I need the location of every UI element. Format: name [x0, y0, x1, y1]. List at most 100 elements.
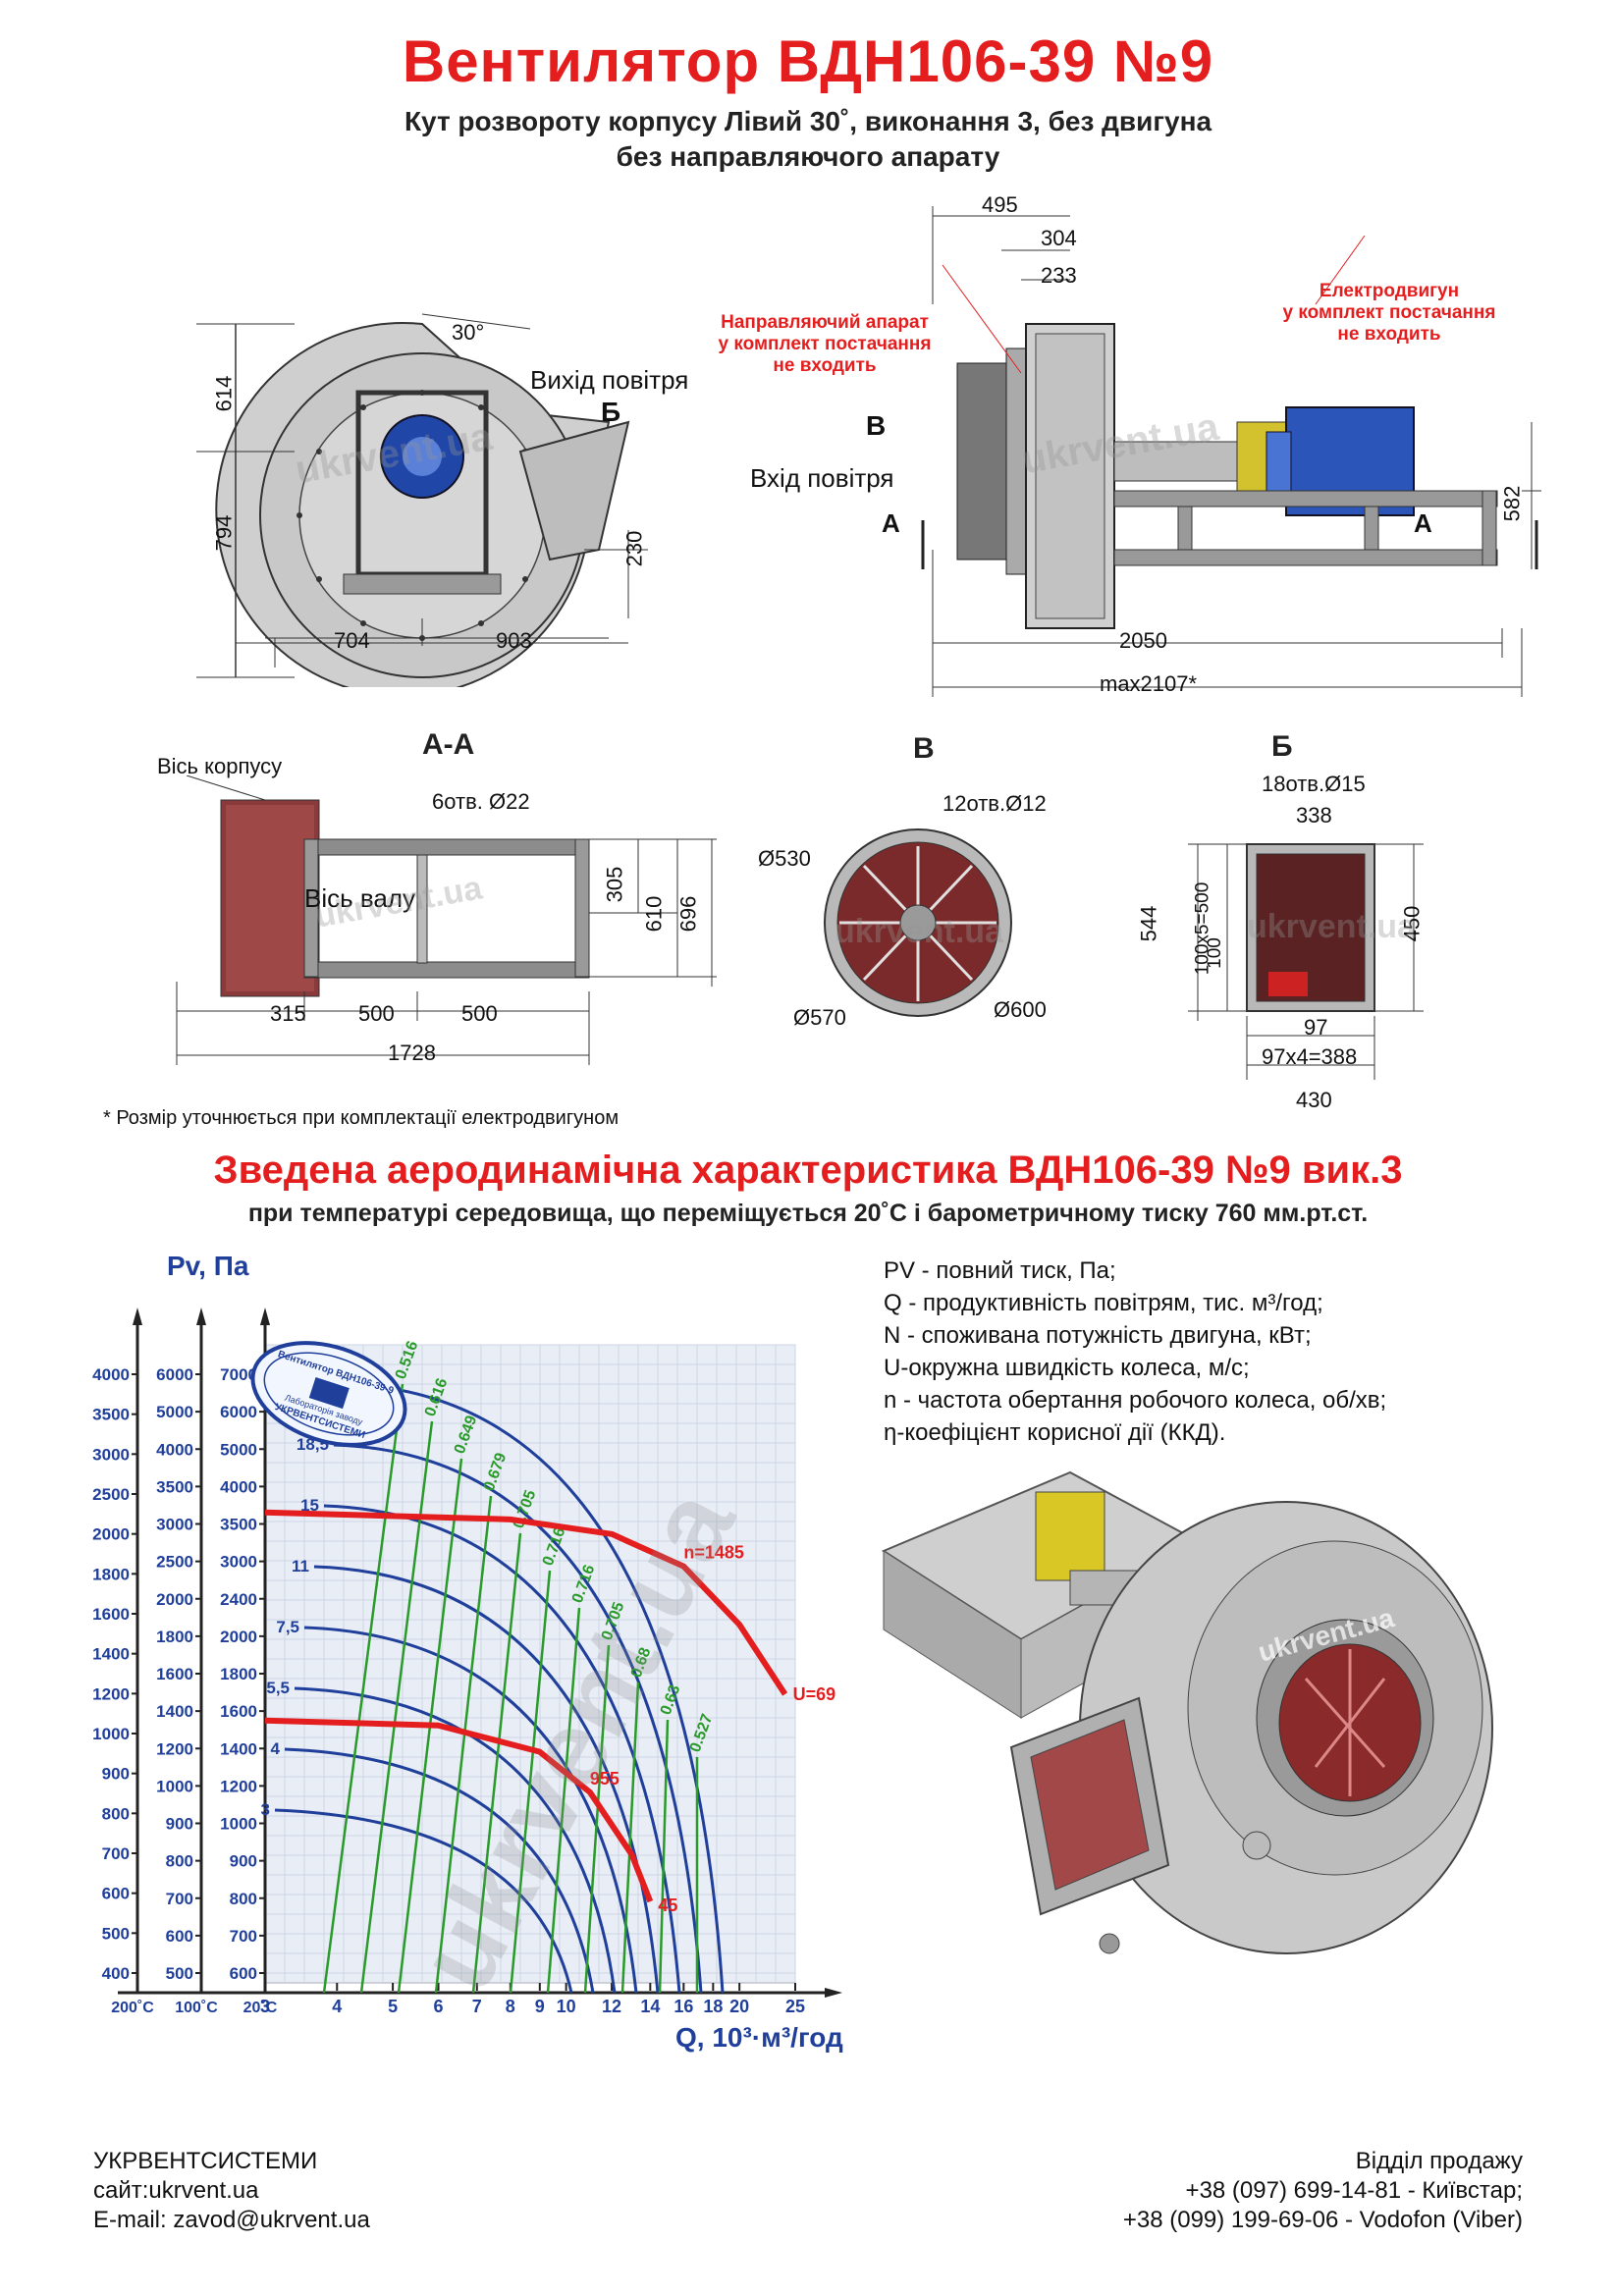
lab-stamp: Вентилятор ВДН106-39-9 Лабораторія завод… — [250, 1341, 407, 1447]
y-tick-label: 4000 — [220, 1477, 257, 1496]
front-view-drawing — [196, 313, 648, 687]
legend-block: PV - повний тиск, Па; Q - продуктивність… — [884, 1255, 1386, 1449]
power-label: 11 — [292, 1557, 309, 1575]
section-b-dim-97: 97 — [1304, 1015, 1328, 1040]
guide-vane-note: Направляючий апарат у комплект постачанн… — [718, 312, 932, 376]
section-aa-dim-315: 315 — [270, 1001, 306, 1026]
efficiency-line — [434, 1495, 493, 1994]
footer-site[interactable]: сайт:ukrvent.ua — [93, 2177, 259, 2204]
legend-item: PV - повний тиск, Па; — [884, 1257, 1116, 1284]
efficiency-line — [546, 1607, 581, 1994]
y-tick-label: 1000 — [220, 1815, 257, 1834]
legend-item: U-окружна швидкість колеса, м/с; — [884, 1355, 1250, 1381]
x-tick-label: 12 — [602, 1997, 621, 2016]
x-tick-label: 18 — [703, 1997, 723, 2016]
y-tick-label: 6000 — [156, 1365, 193, 1384]
x-tick-label: 10 — [557, 1997, 576, 2016]
y-tick-label: 1600 — [220, 1702, 257, 1721]
y-tick-label: 900 — [230, 1852, 257, 1871]
front-dim-704: 704 — [334, 628, 370, 653]
side-dim-495: 495 — [982, 192, 1018, 217]
side-dim-582: 582 — [1499, 485, 1525, 522]
side-dim-233: 233 — [1041, 263, 1077, 288]
section-b-dim-338: 338 — [1296, 803, 1332, 828]
footer-email[interactable]: E-mail: zavod@ukrvent.ua — [93, 2207, 370, 2233]
side-mark-a-left: А — [882, 508, 900, 538]
y-tick-label: 1200 — [156, 1739, 193, 1758]
side-dim-304: 304 — [1041, 226, 1077, 250]
y-tick-label: 800 — [102, 1804, 130, 1823]
section-aa-dim-1728: 1728 — [388, 1041, 436, 1065]
u-label-bottom: 45 — [658, 1896, 677, 1915]
footer-phone-1[interactable]: +38 (097) 699-14-81 - Київстар; — [1185, 2177, 1523, 2204]
side-mark-a-right: А — [1414, 508, 1432, 538]
y-tick-label: 2000 — [156, 1590, 193, 1609]
fan-curve — [294, 1686, 617, 1994]
y-tick-label: 3500 — [92, 1406, 130, 1424]
y-tick-label: 6000 — [220, 1403, 257, 1421]
y-tick-label: 600 — [166, 1927, 193, 1946]
y-tick-label: 1400 — [220, 1739, 257, 1758]
legend-item: N - споживана потужність двигуна, кВт; — [884, 1322, 1312, 1349]
fan-curve — [333, 1443, 703, 1994]
y-tick-label: 600 — [102, 1885, 130, 1903]
speed-label: n=1485 — [683, 1543, 744, 1563]
section-v-drawing — [824, 828, 1012, 1017]
y-tick-label: 3000 — [156, 1516, 193, 1534]
chart-ylabel: Pv, Па — [167, 1251, 249, 1281]
section-b-drawing — [1188, 843, 1424, 1080]
front-section-b-mark: Б — [601, 397, 621, 427]
temp-label: 100˚С — [175, 2000, 218, 2016]
footer-phone-2[interactable]: +38 (099) 199-69-06 - Vodofon (Viber) — [1122, 2207, 1523, 2233]
x-tick-label: 25 — [785, 1997, 805, 2016]
y-tick-label: 5000 — [220, 1440, 257, 1459]
y-tick-label: 1400 — [156, 1702, 193, 1721]
y-tick-label: 1200 — [220, 1777, 257, 1795]
y-tick-label: 7000 — [220, 1365, 257, 1384]
aero-chart: 4000 3500 3000 2500 2000 1800 1600 1400 1200 1000… — [92, 1308, 842, 2016]
y-tick-label: 2500 — [156, 1553, 193, 1572]
y-tick-label: 900 — [102, 1765, 130, 1784]
legend-item: Q - продуктивність повітрям, тис. м³/год… — [884, 1290, 1323, 1316]
front-outlet-label: Вихід повітря — [530, 365, 689, 395]
y-tick-label: 1800 — [156, 1628, 193, 1646]
power-label: 15 — [300, 1496, 319, 1515]
motor-note: Електродвигун у комплект постачання не в… — [1282, 281, 1496, 345]
x-tick-label: 6 — [434, 1997, 444, 2016]
aero-title: Зведена аеродинамічна характеристика ВДН… — [213, 1148, 1403, 1192]
section-aa-title: А-А — [422, 728, 475, 761]
y-tick-label: 500 — [166, 1964, 193, 1983]
footnote: * Розмір уточнюється при комплектації ел… — [103, 1107, 619, 1129]
y-tick-label: 1600 — [92, 1605, 130, 1624]
side-dim-max: max2107* — [1100, 671, 1198, 696]
section-aa-axis-shaft: Вісь валу — [304, 883, 416, 913]
fan-curve — [274, 1808, 573, 1994]
speed-label: 955 — [590, 1769, 619, 1789]
legend-item: n - частота обертання робочого колеса, о… — [884, 1387, 1387, 1414]
footer-company: УКРВЕНТСИСТЕМИ — [93, 2148, 318, 2174]
y-tick-label: 3500 — [156, 1477, 193, 1496]
efficiency-line — [620, 1682, 640, 1994]
y-tick-label: 500 — [102, 1924, 130, 1943]
section-aa-drawing — [176, 775, 717, 1065]
efficiency-line — [583, 1644, 611, 1994]
efficiency-line — [658, 1719, 670, 1994]
y-tick-label: 1600 — [156, 1665, 193, 1683]
section-aa-dim-500a: 500 — [358, 1001, 395, 1026]
y-tick-label: 2000 — [220, 1628, 257, 1646]
footer-sales: Відділ продажу — [1355, 2148, 1523, 2174]
efficiency-line — [322, 1383, 404, 1994]
y-tick-label: 400 — [102, 1964, 130, 1983]
y-tick-label: 3000 — [220, 1553, 257, 1572]
u-label-top: U=69 — [793, 1684, 836, 1704]
x-tick-label: 20 — [729, 1997, 749, 2016]
y-tick-label: 800 — [166, 1852, 193, 1871]
speed-curve — [264, 1509, 788, 1696]
legend-item: η-коефіцієнт корисної дії (ККД). — [884, 1419, 1226, 1446]
x-tick-label: 5 — [388, 1997, 398, 2016]
y-tick-label: 3500 — [220, 1516, 257, 1534]
footer-right: Відділ продажу +38 (097) 699-14-81 - Киї… — [1123, 2147, 1523, 2235]
x-tick-label: 8 — [506, 1997, 515, 2016]
section-v-d570: Ø570 — [793, 1005, 846, 1030]
section-aa-dim-610: 610 — [641, 895, 667, 933]
